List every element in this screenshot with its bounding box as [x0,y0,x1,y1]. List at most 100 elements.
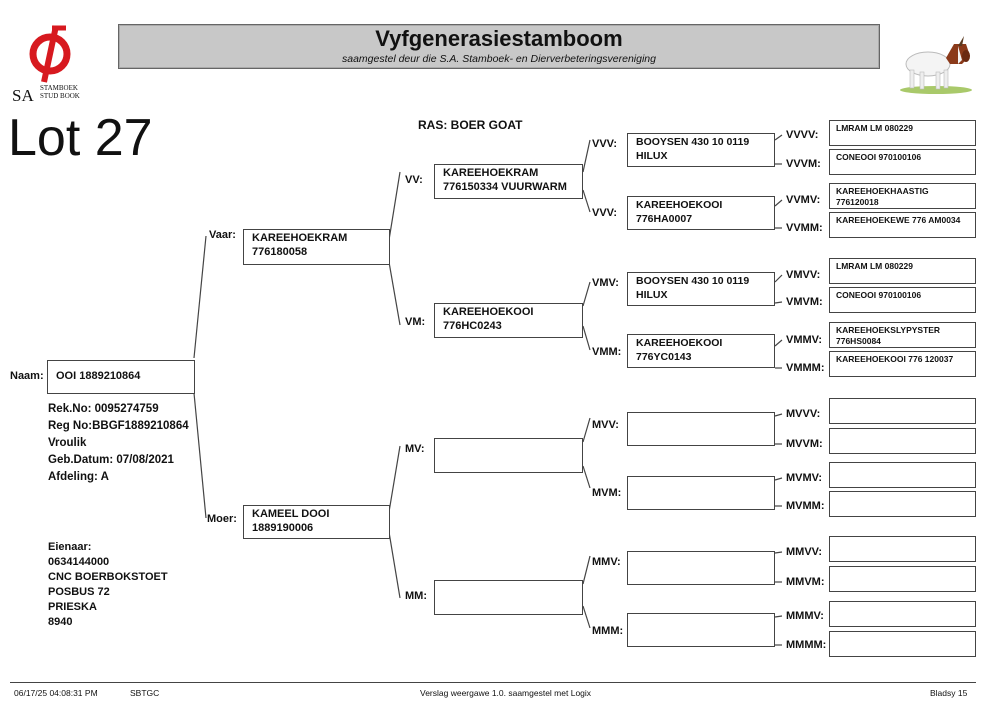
mmmv-label: MMMV: [786,610,824,622]
logo-line1: STAMBOEK [40,84,78,92]
vvvv-box: LMRAM LM 080229 [829,120,976,146]
vvv-number: HILUX [636,150,668,162]
vmv-number: HILUX [636,289,668,301]
footer-code: SBTGC [130,688,160,698]
mvmv-label: MVMV: [786,472,823,484]
mmvv-box [829,536,976,562]
section: Afdeling: A [48,471,109,483]
mmm-label: MMM: [592,625,624,637]
mvm-label: MVM: [592,487,622,499]
vvvm-name: CONEOOI 970100106 [836,152,922,162]
vvmv-box: KAREEHOEKHAASTIG 776120018 [829,183,976,209]
reg-no: Reg No:BBGF1889210864 [48,420,189,432]
sa-studbook-logo-icon [29,25,71,83]
mm-label: MM: [405,590,427,602]
vm-box: KAREEHOEKOOI 776HC0243 [434,303,583,338]
vvv-name: BOOYSEN 430 10 0119 [636,136,750,148]
vvvm-box: CONEOOI 970100106 [829,149,976,175]
vmv-label: VMV: [592,277,619,289]
vvmv-label: VVMV: [786,194,821,206]
mvmm-label: MVMM: [786,500,825,512]
vvmm-box: KAREEHOEKEWE 776 AM0034 [829,212,976,238]
sire-number: 776180058 [252,246,308,258]
vvv-label: VVV: [592,138,618,150]
mmvm-box [829,566,976,592]
vmm-number: 776YC0143 [636,351,692,363]
mv-box [434,438,583,473]
vmv-box: BOOYSEN 430 10 0119 HILUX [627,272,775,306]
mvv-box [627,412,775,446]
owner-code: 8940 [48,616,73,628]
vvm-name: KAREEHOEKOOI [636,199,723,211]
vmmv-number: 776HS0084 [836,336,881,346]
report-subtitle: saamgestel deur die S.A. Stamboek- en Di… [341,53,656,65]
vmmv-label: VMMV: [786,334,823,346]
sex: Vroulik [48,437,87,449]
mvm-box [627,476,775,510]
vv-box: KAREEHOEKRAM 776150334 VUURWARM [434,164,583,199]
vvvv-name: LMRAM LM 080229 [836,123,913,133]
breed-label: RAS: BOER GOAT [418,118,523,132]
name-label: Naam: [10,370,44,382]
vmvm-name: CONEOOI 970100106 [836,290,922,300]
vm-number: 776HC0243 [443,320,502,332]
animal-name: OOI 1889210864 [56,370,141,382]
vv-number: 776150334 VUURWARM [443,181,567,193]
mmv-label: MMV: [592,556,621,568]
moer-label: Moer: [207,513,237,525]
vmmv-name: KAREEHOEKSLYPYSTER [836,325,941,335]
owner-farm: CNC BOERBOKSTOET [48,571,168,583]
rek-no: Rek.No: 0095274759 [48,403,159,415]
owner-details: Eienaar: 0634144000 CNC BOERBOKSTOET POS… [48,540,168,630]
vmmm-label: VMMM: [786,362,825,374]
logo-line2: STUD BOOK [40,92,80,100]
vvmm-name: KAREEHOEKEWE 776 AM0034 [836,215,961,225]
owner-town: PRIESKA [48,601,97,613]
vvm-box: KAREEHOEKOOI 776HA0007 [627,196,775,230]
mmmm-label: MMMM: [786,639,827,651]
vmvv-box: LMRAM LM 080229 [829,258,976,284]
birth-date: Geb.Datum: 07/08/2021 [48,454,174,466]
mmvv-label: MMVV: [786,546,823,558]
mvvv-label: MVVV: [786,408,821,420]
mmmv-box [829,601,976,627]
vv-label: VV: [405,174,423,186]
footer-page: Bladsy 15 [930,688,968,698]
sire-name: KAREEHOEKRAM [252,232,348,244]
vvmv-number: 776120018 [836,197,879,207]
owner-box: POSBUS 72 [48,586,110,598]
logo-subtext: STAMBOEK STUD BOOK [40,84,80,100]
vmmm-name: KAREEHOEKOOI 776 120037 [836,354,954,364]
owner-id: 0634144000 [48,556,110,568]
dam-name: KAMEEL DOOI [252,508,330,520]
vvm-number: 776HA0007 [636,213,693,225]
mvvv-box [829,398,976,424]
animal-details: Rek.No: 0095274759 Reg No:BBGF1889210864… [48,401,189,486]
mmm-box [627,613,775,647]
vvm-label: VVV: [592,207,618,219]
sire-box: KAREEHOEKRAM 776180058 [243,229,390,265]
mvmm-box [829,491,976,517]
mv-label: MV: [405,443,425,455]
mvmv-box [829,462,976,488]
report-title: Vyfgenerasiestamboom [375,26,623,51]
vmmv-box: KAREEHOEKSLYPYSTER 776HS0084 [829,322,976,348]
mmv-box [627,551,775,585]
vvvv-label: VVVV: [786,129,819,141]
logo-sa-text: SA [12,86,34,105]
vmv-name: BOOYSEN 430 10 0119 [636,275,750,287]
vm-name: KAREEHOEKOOI [443,306,534,318]
vvvm-label: VVVM: [786,158,821,170]
mvvm-label: MVVM: [786,438,823,450]
dam-box: KAMEEL DOOI 1889190006 [243,505,390,539]
footer-version: Verslag weergawe 1.0. saamgestel met Log… [420,688,592,698]
vvmm-label: VVMM: [786,222,823,234]
vvmv-name: KAREEHOEKHAASTIG [836,186,929,196]
vmvv-name: LMRAM LM 080229 [836,261,913,271]
vaar-label: Vaar: [209,229,236,241]
vmvv-label: VMVV: [786,269,821,281]
dam-number: 1889190006 [252,522,314,534]
mvvm-box [829,428,976,454]
vmm-name: KAREEHOEKOOI [636,337,723,349]
